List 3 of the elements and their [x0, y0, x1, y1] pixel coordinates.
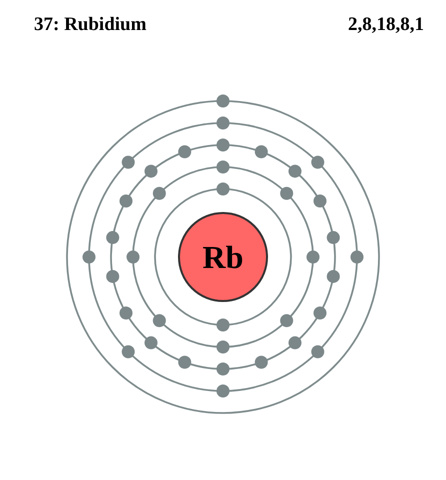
element-symbol: Rb [202, 238, 244, 276]
title: 37: Rubidium [34, 14, 146, 36]
electron-configuration: 2,8,18,8,1 [348, 14, 424, 36]
